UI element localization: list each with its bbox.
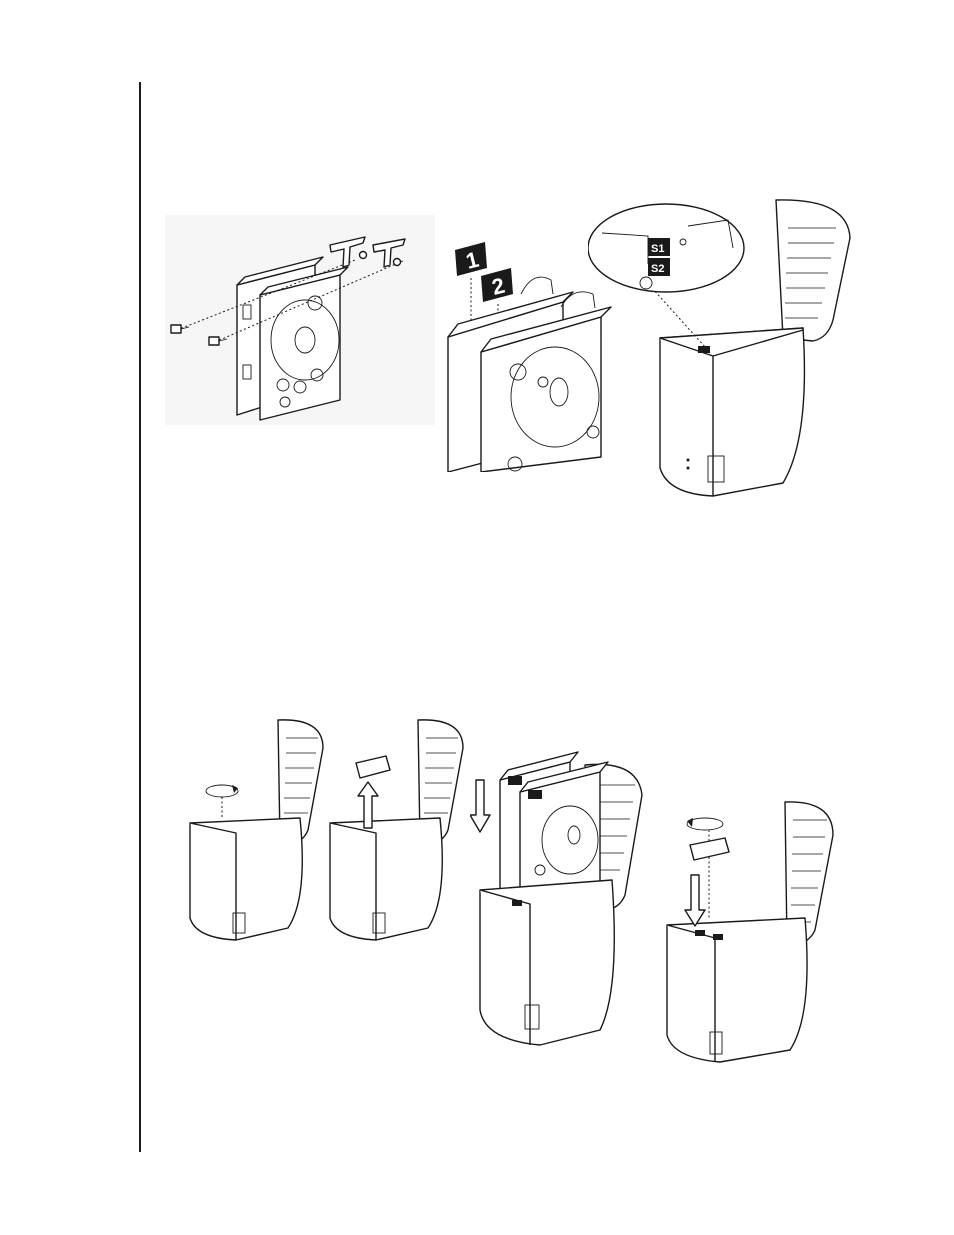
cover-plate: [356, 756, 390, 778]
figure-step-replace-cover: [665, 800, 840, 1065]
page-margin-rule: [139, 82, 141, 1152]
rotate-arrow-icon: [687, 818, 723, 830]
slot-label-s1: S1: [648, 238, 670, 256]
svg-text:S1: S1: [651, 243, 664, 255]
drive-label-2: 2: [481, 268, 513, 302]
slot-label-s2: S2: [648, 258, 670, 276]
figure-step-open-cover: [188, 718, 328, 943]
slot-label-zoom: S1 S2: [588, 204, 744, 292]
cover-plate: [690, 838, 729, 860]
figure-attach-rails: [165, 215, 435, 425]
screw-icon: [360, 252, 367, 259]
rotate-arrow-icon: [206, 785, 238, 797]
enclosure-lid: [776, 200, 850, 341]
svg-text:S2: S2: [651, 263, 664, 275]
figure-enclosure-slots: S1 S2: [588, 198, 863, 498]
screw-icon: [394, 259, 401, 266]
enclosure-body: [660, 328, 804, 496]
drive-label-1: 1: [455, 242, 487, 276]
down-arrow-icon: [470, 780, 490, 832]
figure-step-remove-cover: [328, 718, 468, 943]
down-arrow-icon: [685, 875, 705, 926]
figure-step-insert-drives: [470, 740, 650, 1050]
